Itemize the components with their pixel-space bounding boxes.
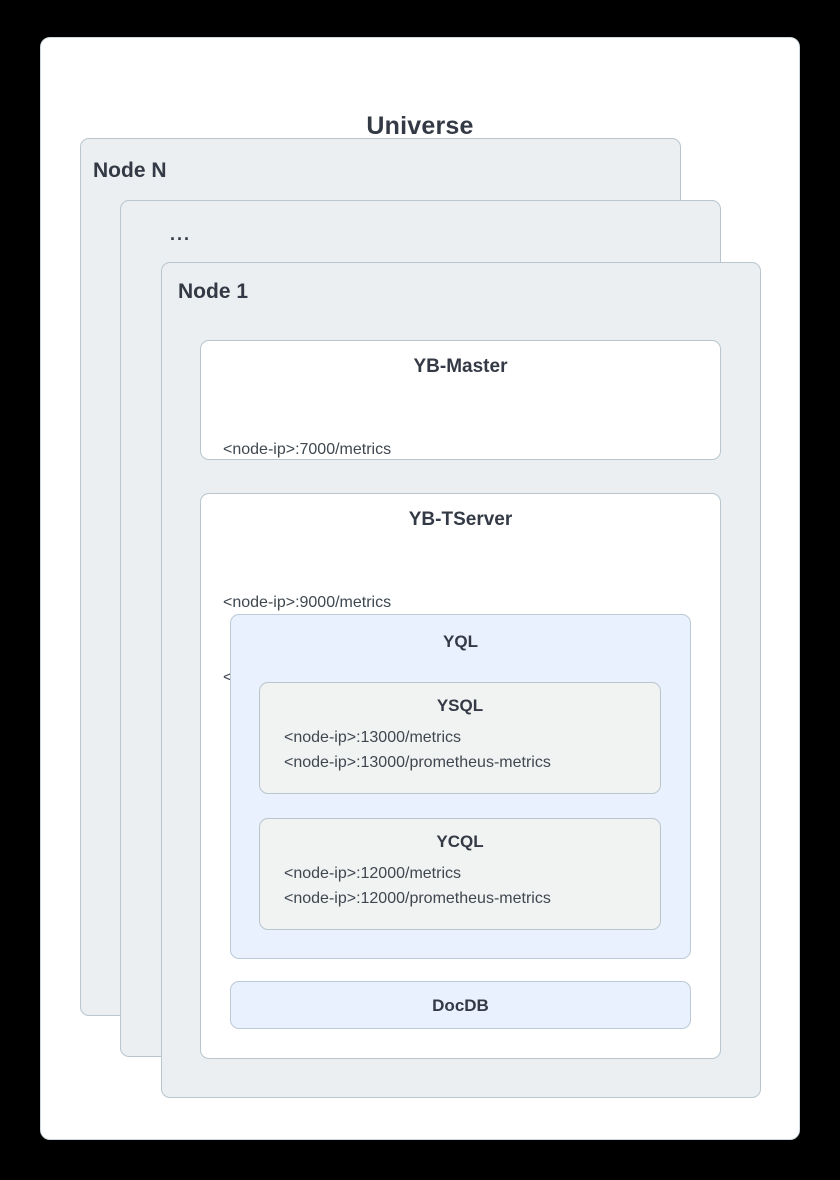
node-label-node-1: Node 1 [178, 280, 249, 303]
ysql-title: YSQL [436, 696, 484, 715]
ycql-endpoints: <node-ip>:12000/metrics <node-ip>:12000/… [284, 861, 551, 911]
node-label-node-n: Node N [93, 159, 167, 182]
yb-master-card: YB-Master <node-ip>:7000/metrics <node-i… [200, 340, 721, 533]
docdb-box: DocDB [230, 981, 691, 1029]
ycql-box: YCQL <node-ip>:12000/metrics <node-ip>:1… [259, 818, 661, 930]
yb-master-title: YB-Master [413, 356, 508, 377]
ycql-endpoint-metrics: <node-ip>:12000/metrics [284, 865, 461, 882]
ycql-title: YCQL [436, 832, 484, 851]
ysql-endpoints: <node-ip>:13000/metrics <node-ip>:13000/… [284, 725, 551, 775]
ycql-endpoint-prometheus: <node-ip>:12000/prometheus-metrics [284, 890, 551, 907]
universe-title: Universe [366, 112, 474, 140]
ysql-box: YSQL <node-ip>:13000/metrics <node-ip>:1… [259, 682, 661, 794]
node-label-ellipsis: ... [170, 224, 192, 244]
yb-tserver-endpoint-metrics: <node-ip>:9000/metrics [223, 594, 392, 611]
ysql-endpoint-metrics: <node-ip>:13000/metrics [284, 729, 461, 746]
docdb-title: DocDB [432, 996, 489, 1015]
ysql-endpoint-prometheus: <node-ip>:13000/prometheus-metrics [284, 754, 551, 771]
yb-master-endpoint-metrics: <node-ip>:7000/metrics [223, 441, 392, 458]
yb-tserver-title: YB-TServer [408, 509, 513, 530]
yql-title: YQL [443, 632, 478, 651]
